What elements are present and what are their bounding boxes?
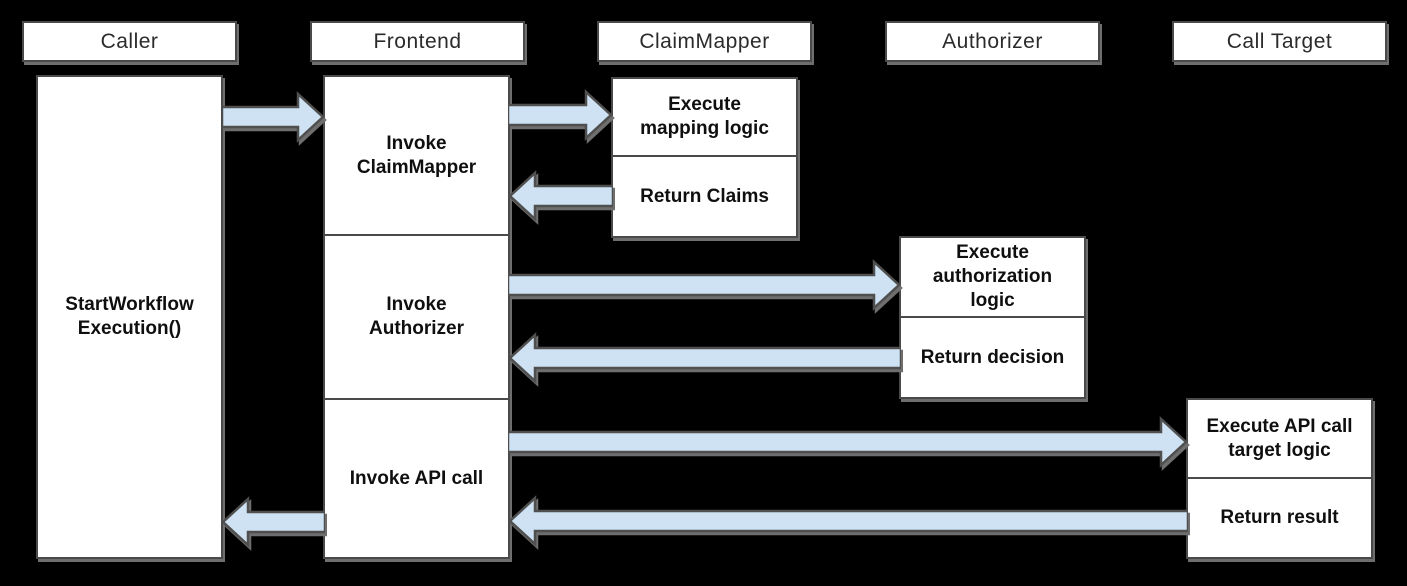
activation-startworkflow-execution: StartWorkflow Execution() [36, 75, 223, 559]
arrow-frontend-to-caller [221, 496, 325, 548]
arrow-calltarget-to-frontend [508, 495, 1188, 547]
arrow-frontend-to-claimmapper [508, 89, 613, 141]
lifeline-header-caller: Caller [22, 21, 237, 62]
activation-invoke-api-call: Invoke API call [323, 398, 510, 559]
activation-execute-authorization-logic: Execute authorization logic [899, 236, 1086, 318]
arrow-frontend-to-authorizer [508, 259, 901, 311]
lifeline-header-frontend: Frontend [310, 21, 525, 62]
activation-execute-mapping-logic: Execute mapping logic [611, 77, 798, 157]
arrow-caller-to-frontend [222, 91, 325, 143]
activation-return-claims: Return Claims [611, 155, 798, 238]
lifeline-header-authorizer: Authorizer [885, 21, 1100, 62]
lifeline-header-call-target: Call Target [1172, 21, 1387, 62]
activation-execute-api-call-target-logic: Execute API call target logic [1186, 398, 1373, 479]
activation-invoke-authorizer: Invoke Authorizer [323, 234, 510, 400]
arrow-frontend-to-calltarget [508, 416, 1188, 468]
arrow-claimmapper-to-frontend [508, 170, 613, 222]
activation-return-result: Return result [1186, 477, 1373, 559]
arrow-authorizer-to-frontend [508, 332, 901, 384]
activation-invoke-claimmapper: Invoke ClaimMapper [323, 75, 510, 236]
lifeline-header-claimmapper: ClaimMapper [597, 21, 812, 62]
activation-return-decision: Return decision [899, 316, 1086, 399]
